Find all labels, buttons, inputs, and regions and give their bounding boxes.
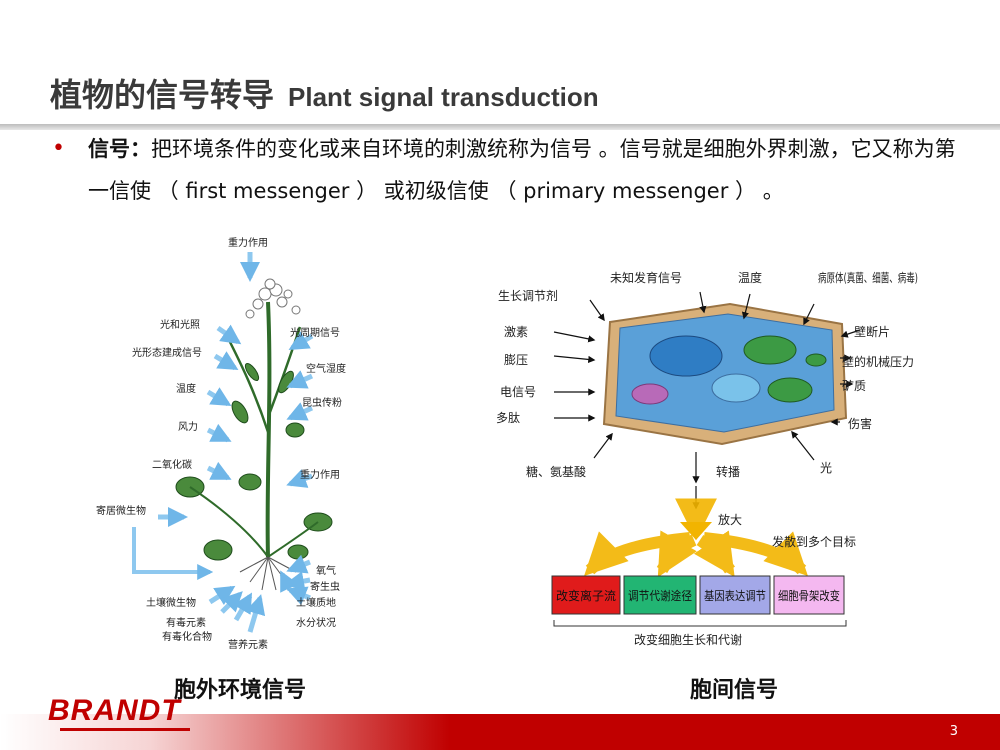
divergence-fan <box>584 498 808 578</box>
page-number: 3 <box>949 724 958 739</box>
label-photomorphogenesis: 光形态建成信号 <box>132 346 202 359</box>
definition-label: 信号 <box>88 137 130 161</box>
slide-title: 植物的信号转导 Plant signal transduction <box>50 70 599 114</box>
label-toxic-elements: 有毒元素 <box>166 616 206 629</box>
label-microbes: 寄居微生物 <box>96 504 146 517</box>
label-co2: 二氧化碳 <box>152 458 192 471</box>
plant-cell-illustration <box>602 302 848 446</box>
label-water: 水分状况 <box>296 616 336 629</box>
label-light: 光和光照 <box>160 318 200 331</box>
label-temperature: 温度 <box>176 382 196 395</box>
signal-diagrams: 重力作用 光和光照 光周期信号 光形态建成信号 空气湿度 温度 昆虫传粉 风力 … <box>96 236 918 651</box>
microbe-pathway-arrow <box>132 527 214 580</box>
label-amplify: 放大 <box>718 512 742 527</box>
label-oxygen: 氧气 <box>316 564 336 577</box>
logo-underline <box>60 728 190 731</box>
label-diverge: 发散到多个目标 <box>772 534 856 549</box>
label-photoperiod: 光周期信号 <box>290 326 340 339</box>
environment-labels: 重力作用 光和光照 光周期信号 光形态建成信号 空气湿度 温度 昆虫传粉 风力 … <box>96 236 346 651</box>
signal-labels: 未知发育信号 生长调节剂 温度 病原体(真菌、细菌、病毒) 激素 壁断片 膨压 … <box>496 270 918 647</box>
label-gravity-top: 重力作用 <box>228 236 268 249</box>
outcome-label-gene-expression: 基因表达调节 <box>704 589 766 603</box>
label-wall-pressure: 壁的机械压力 <box>842 354 914 369</box>
plant-branch <box>268 326 302 413</box>
label-pollination: 昆虫传粉 <box>302 396 342 409</box>
definition-text: 把环境条件的变化或来自环境的刺激统称为信号 。信号就是细胞外界刺激，它又称为第一… <box>88 137 956 203</box>
label-unknown-signal: 未知发育信号 <box>610 270 682 285</box>
signal-arrows <box>553 291 861 510</box>
label-sugars: 糖、氨基酸 <box>526 464 586 479</box>
plant-lower-stem <box>189 486 269 558</box>
plant-flowers <box>245 278 301 319</box>
outcome-box-gene-expression <box>699 575 771 615</box>
brandt-logo: BRANDT <box>48 694 181 727</box>
bullet-dot-icon: • <box>52 136 65 161</box>
label-electrical: 电信号 <box>500 385 536 399</box>
label-pathogen: 病原体(真菌、细菌、病毒) <box>818 270 918 285</box>
outcome-box-ion-flow <box>551 575 621 615</box>
caption-intercellular: 胞间信号 <box>690 678 779 703</box>
plant-diagram: 重力作用 光和光照 光周期信号 光形态建成信号 空气湿度 温度 昆虫传粉 风力 … <box>96 236 346 651</box>
amplify-wedge <box>680 522 712 540</box>
outcome-label-ion-flow: 改变离子流 <box>556 588 616 603</box>
outcome-boxes: 改变离子流 调节代谢途径 基因表达调节 细胞骨架改变 <box>551 575 845 615</box>
label-parasites: 寄生虫 <box>310 580 340 593</box>
label-temperature-right: 温度 <box>738 270 762 285</box>
label-peptides: 多肽 <box>496 410 520 425</box>
label-nutrients: 营养元素 <box>228 638 268 651</box>
label-soil-texture: 土壤质地 <box>296 596 336 609</box>
label-wall-fragments: 壁断片 <box>854 324 890 339</box>
label-toxic-compounds: 有毒化合物 <box>162 630 212 643</box>
outcome-label-cytoskeleton: 细胞骨架改变 <box>778 588 840 603</box>
definition-paragraph: 信号：把环境条件的变化或来自环境的刺激统称为信号 。信号就是细胞外界刺激，它又称… <box>88 128 958 212</box>
label-wounding: 伤害 <box>848 416 872 431</box>
title-chinese: 植物的信号转导 <box>50 76 275 114</box>
title-divider <box>0 124 1000 130</box>
definition-colon: ： <box>130 137 151 161</box>
label-outcome: 改变细胞生长和代谢 <box>634 632 742 647</box>
plant-lower-stem <box>267 521 319 558</box>
label-growth-regulator: 生长调节剂 <box>498 288 558 303</box>
label-gravity: 重力作用 <box>300 468 340 481</box>
label-hormone: 激素 <box>504 325 528 339</box>
label-turgor: 膨压 <box>504 353 528 367</box>
outcome-label-metabolism: 调节代谢途径 <box>628 588 692 603</box>
label-wind: 风力 <box>178 420 198 433</box>
label-transmit: 转播 <box>716 464 740 479</box>
label-humidity: 空气湿度 <box>306 362 346 375</box>
outcome-box-cytoskeleton <box>773 575 845 615</box>
label-minerals: 矿质 <box>842 379 866 393</box>
title-english: Plant signal transduction <box>288 82 599 112</box>
outcome-box-metabolism <box>623 575 697 615</box>
plant-stem <box>265 301 272 558</box>
cell-diagram: 改变离子流 调节代谢途径 基因表达调节 细胞骨架改变 未知发育信号 生长调节剂 … <box>496 270 918 647</box>
environment-arrows <box>158 252 314 633</box>
caption-extracellular: 胞外环境信号 <box>174 678 307 703</box>
label-soil-microbes: 土壤微生物 <box>146 596 196 609</box>
plant-branch <box>228 341 270 433</box>
outcome-brace <box>553 620 847 627</box>
label-light-right: 光 <box>820 461 832 475</box>
footer-bar <box>0 714 1000 750</box>
